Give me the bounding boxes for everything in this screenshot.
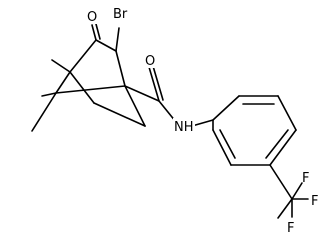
bond-ring-1 [212,95,240,121]
bond-c3-c1 [69,39,97,73]
bond-ring-cf3 [269,164,293,200]
bond-c2-c3 [95,39,117,52]
bond-c7-methyl-a [41,92,57,97]
bond-c7-c4 [55,85,126,94]
bond-c3-o-b [95,23,101,40]
atom-label-amide-nitrogen: NH [174,120,194,135]
molecule-structure-diagram: Br O O NH F F F [31,5,318,236]
bond-cf3-f-left [277,198,293,219]
bond-c-br [115,27,120,52]
atom-label-fluorine-bottom: F [287,221,294,236]
bond-c6-c5 [93,102,146,127]
molecule-canvas: Br O O NH F F F [31,5,318,236]
atom-label-fluorine-right: F [311,194,318,209]
bond-c3-o-a [91,24,97,41]
bond-ring-6 [212,129,232,166]
bond-c7-methyl-b [31,92,57,132]
bond-c2-c4 [115,50,126,87]
bond-lines [31,23,309,219]
bond-c1-c7 [55,71,71,94]
atom-label-ketone-oxygen: O [87,10,97,25]
bond-ring-inner-2 [265,129,289,159]
bond-c1-methyl [51,59,71,73]
bond-cf3-f-top [291,182,303,200]
bond-ring-3 [277,95,297,131]
bond-ring-inner-3 [219,129,236,159]
bond-carbonyl-o-a [148,66,160,102]
bond-ring-4 [269,129,297,166]
bond-c1-c6 [69,71,95,104]
atom-labels: Br O O NH F F F [86,5,318,236]
atom-label-amide-oxygen: O [145,54,155,69]
bond-carbonyl-o-b [152,65,164,101]
bond-c5-c4 [124,85,146,127]
bond-n-aryl [191,119,214,127]
atom-label-fluorine-top: F [302,171,309,186]
bond-c4-carbonyl [124,85,160,102]
atom-label-bromine: Br [113,7,128,22]
